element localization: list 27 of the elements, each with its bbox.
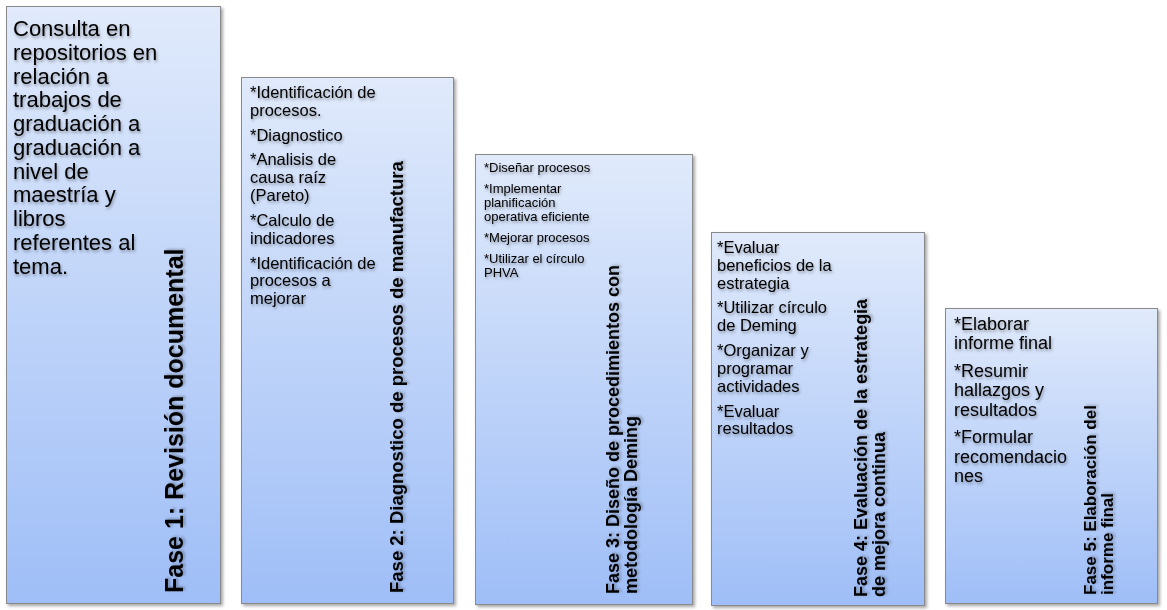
phase-title: Fase 1: Revisión documental	[160, 248, 188, 593]
task-text: *Resumir hallazgos y resultados	[954, 361, 1046, 421]
phase-card	[241, 77, 454, 604]
phase-title: Fase 4: Evaluación de la estrategia de mejora continua	[851, 298, 889, 597]
phase-card	[945, 308, 1158, 604]
task-text: *Diagnostico	[250, 126, 344, 145]
task-text: *Calculo de indicadores	[250, 211, 336, 248]
task-text: *Evaluar beneficios de la estrategia	[717, 239, 833, 293]
task-text: *Utilizar el círculo PHVA	[484, 252, 586, 281]
task-text: *Evaluar resultados	[717, 402, 795, 439]
task-text: *Utilizar círculo de Deming	[717, 299, 829, 336]
task-text: Consulta en repositorios en relación a trabajos de graduación a graduación a nivel de maestría y libros referentes al tema.	[13, 17, 159, 279]
task-text: *Mejorar procesos	[484, 231, 591, 246]
phase-title: Fase 2: Diagnostico de procesos de manufactura	[386, 161, 407, 593]
task-text: *Implementar planificación operativa eficiente	[484, 182, 591, 225]
task-text: *Diseñar procesos	[484, 161, 592, 176]
phase-card	[6, 6, 221, 604]
task-text: *Identificación de procesos a mejorar	[250, 254, 377, 308]
task-text: *Elaborar informe final	[954, 315, 1054, 354]
phase-card	[711, 232, 925, 606]
phase-card	[475, 154, 693, 605]
task-text: *Identificación de procesos.	[250, 84, 377, 120]
phase-title: Fase 5: Elaboración del informe final	[1081, 405, 1117, 595]
task-text: *Formular recomendaciones	[954, 428, 1069, 487]
task-text: *Organizar y programar actividades	[717, 342, 810, 396]
phase-title: Fase 3: Diseño de procedimientos con metodología Deming	[603, 264, 641, 594]
task-text: *Analisis de causa raíz (Pareto)	[250, 151, 338, 205]
